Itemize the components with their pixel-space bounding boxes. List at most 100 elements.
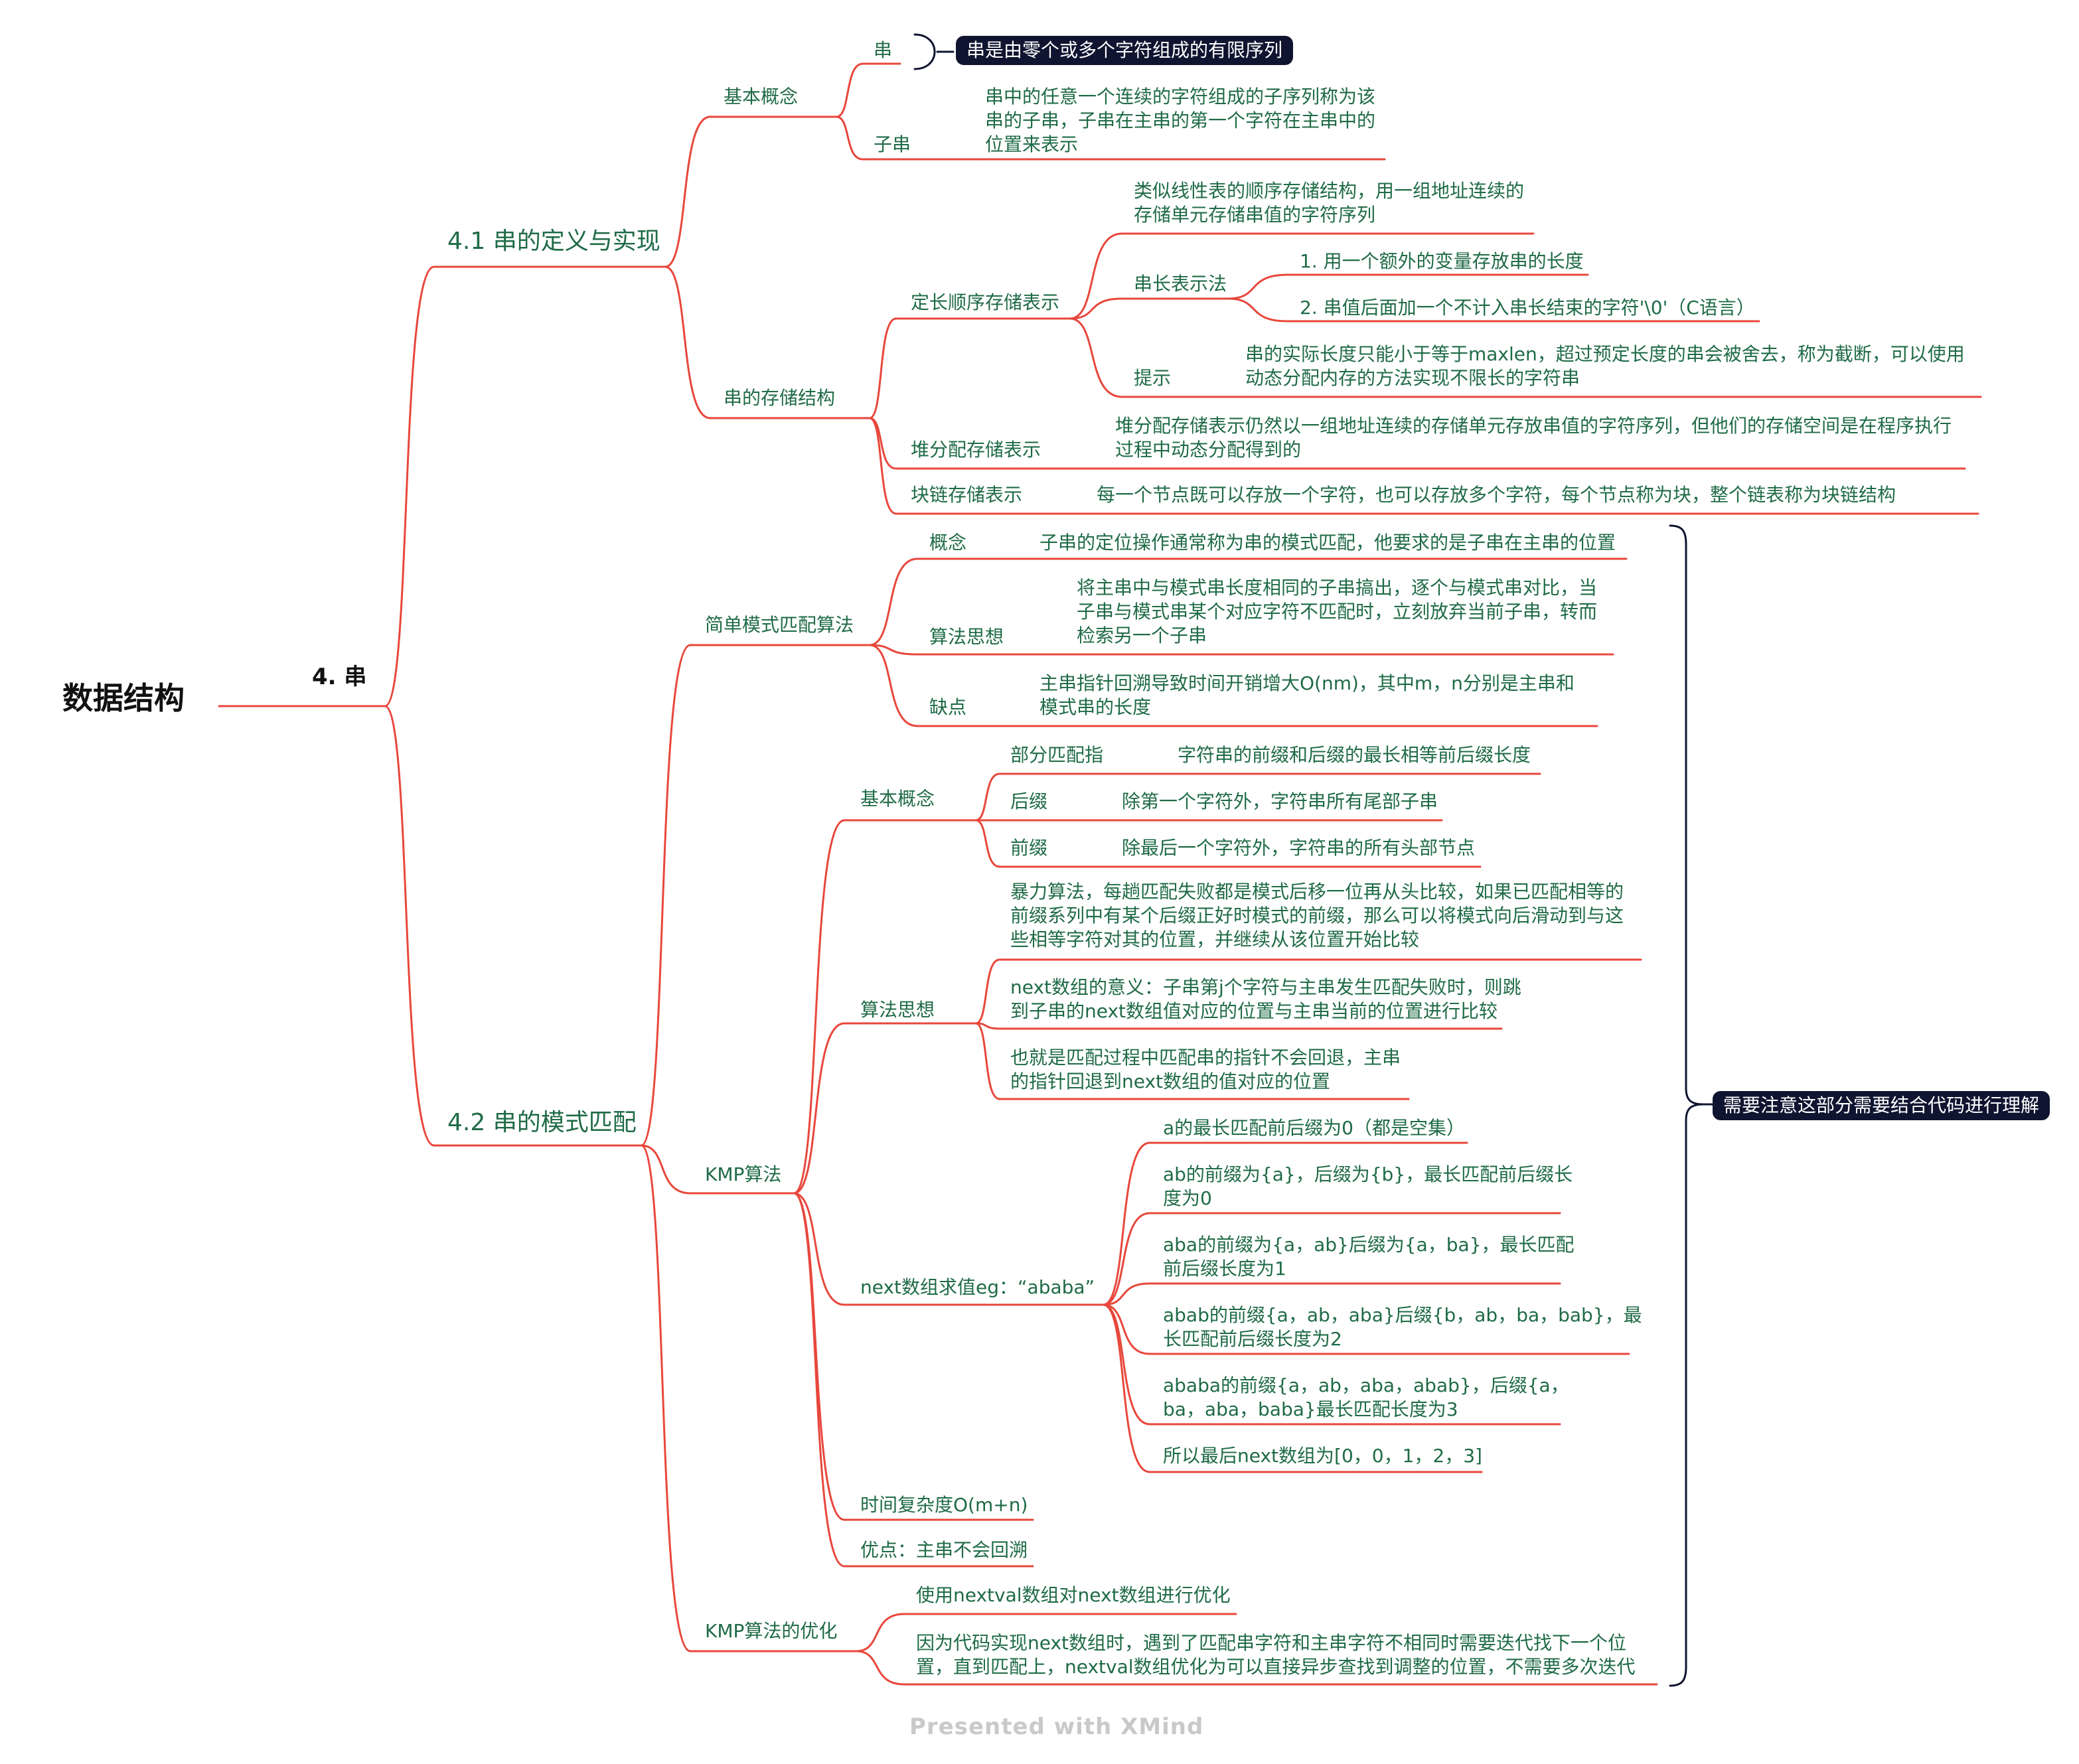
- pm-desc: 字符串的前缀和后缀的最长相等前后缀长度: [1178, 744, 1531, 766]
- next-example-5: ababa的前缀{a，ab，aba，abab}，后缀{a，ba，aba，baba…: [1163, 1374, 1569, 1422]
- branch-pm: [974, 772, 1001, 822]
- s42-title: 4.2 串的模式匹配: [447, 1109, 637, 1136]
- next-example-3: aba的前缀为{a，ab}后缀为{a，ba}，最长匹配前后缀长度为1: [1163, 1233, 1575, 1281]
- fixed-desc-line: 存储单元存储串值的字符序列: [1134, 204, 1376, 226]
- root-topic: 数据结构: [62, 680, 185, 716]
- branch-next-e6: [1102, 1303, 1151, 1473]
- next-example-3-line: 前后缀长度为1: [1163, 1258, 1286, 1280]
- next-example-6: 所以最后next数组为[0，0，1，2，3]: [1163, 1444, 1482, 1468]
- kmp-idea-p2-line: next数组的意义：子串第j个字符与主串发生匹配失败时，则跳: [1010, 976, 1521, 998]
- simple-idea-desc-line: 子串与模式串某个对应字符不匹配时，立刻放弃当前子串，转而: [1077, 601, 1598, 623]
- kmp-idea-p3-line: 的指针回退到next数组的值对应的位置: [1010, 1070, 1331, 1092]
- branch-opt1: [855, 1613, 905, 1653]
- kmp-advantage: 优点：主串不会回溯: [860, 1539, 1028, 1561]
- branch-kmp: [640, 1144, 692, 1195]
- heap-desc: 堆分配存储表示仍然以一组地址连续的存储单元存放串值的字符序列，但他们的存储空间是…: [1115, 414, 1952, 462]
- kmp-idea-label: 算法思想: [860, 999, 935, 1021]
- hint-desc-line: 串的实际长度只能小于等于maxlen，超过预定长度的串会被舍去，称为截断，可以使…: [1245, 343, 1965, 365]
- next-example-1-line: a的最长匹配前后缀为0（都是空集）: [1163, 1117, 1465, 1139]
- branch-next-e2: [1102, 1212, 1151, 1306]
- next-example-2-line: ab的前缀为{a}，后缀为{b}，最长匹配前后缀长: [1163, 1163, 1573, 1185]
- length-label: 串长表示法: [1134, 273, 1227, 295]
- heap-desc-line: 堆分配存储表示仍然以一组地址连续的存储单元存放串值的字符序列，但他们的存储空间是…: [1115, 415, 1952, 437]
- s41-title: 4.1 串的定义与实现: [447, 228, 660, 255]
- branch-chuan: [835, 62, 864, 118]
- branch-next-e3: [1102, 1282, 1151, 1306]
- hint-desc-line: 动态分配内存的方法实现不限长的字符串: [1245, 367, 1580, 389]
- branch-next-e1: [1102, 1141, 1151, 1306]
- hint-label: 提示: [1134, 367, 1172, 389]
- block-desc: 每一个节点既可以存放一个字符，也可以存放多个字符，每个节点称为块，整个链表称为块…: [1097, 484, 1896, 506]
- prefix-desc: 除最后一个字符外，字符串的所有头部节点: [1122, 837, 1476, 859]
- next-example-2-line: 度为0: [1163, 1187, 1212, 1209]
- simple-concept-desc: 子串的定位操作通常称为串的模式匹配，他要求的是子串在主串的位置: [1040, 532, 1616, 553]
- branch-fixed: [868, 317, 897, 419]
- next-example-4: abab的前缀{a，ab，aba}后缀{b，ab，ba，bab}，最长匹配前后缀…: [1163, 1303, 1642, 1351]
- fixed-desc-line: 类似线性表的顺序存储结构，用一组地址连续的: [1134, 180, 1525, 202]
- branch-opt: [640, 1144, 692, 1653]
- branch-zichuan: [835, 115, 864, 161]
- branch-idea-p1: [974, 958, 1001, 1025]
- simple-label: 简单模式匹配算法: [705, 614, 854, 636]
- branch-length: [1069, 297, 1123, 320]
- hint-desc: 串的实际长度只能小于等于maxlen，超过预定长度的串会被舍去，称为截断，可以使…: [1245, 342, 1965, 390]
- simple-weak-desc-line: 模式串的长度: [1040, 696, 1152, 718]
- kmp-complexity: 时间复杂度O(m+n): [860, 1494, 1028, 1516]
- simple-concept-label: 概念: [929, 532, 967, 553]
- prefix-label: 前缀: [1010, 837, 1048, 859]
- next-example-4-line: abab的前缀{a，ab，aba}后缀{b，ab，ba，bab}，最: [1163, 1304, 1642, 1326]
- branch-basic: [664, 115, 712, 268]
- branch-kmp-basic: [793, 819, 846, 1195]
- zichuan-desc-line: 串的子串，子串在主串的第一个字符在主串中的: [985, 110, 1376, 131]
- branch-storage: [664, 265, 712, 419]
- fixed-desc: 类似线性表的顺序存储结构，用一组地址连续的存储单元存储串值的字符序列: [1134, 179, 1524, 227]
- branch-prefix: [974, 819, 1001, 868]
- opt-desc-2: 因为代码实现next数组时，遇到了匹配串字符和主串字符不相同时需要迭代找下一个位…: [916, 1631, 1636, 1679]
- chapter-topic: 4. 串: [312, 664, 367, 690]
- simple-weak-desc: 主串指针回溯导致时间开销增大O(nm)，其中m，n分别是主串和模式串的长度: [1040, 672, 1575, 719]
- simple-weak-label: 缺点: [929, 696, 967, 718]
- callout-brace: [913, 33, 936, 70]
- kmp-next-label: next数组求值eg：“ababa”: [860, 1276, 1095, 1298]
- kmp-label: KMP算法: [705, 1163, 782, 1185]
- watermark-text: Presented with XMind: [909, 1714, 1204, 1740]
- branch-4-2: [384, 705, 435, 1147]
- opt-desc-2-line: 置，直到匹配上，nextval数组优化为可以直接异步查找到调整的位置，不需要多次…: [916, 1656, 1636, 1678]
- kmp-idea-p1: 暴力算法，每趟匹配失败都是模式后移一位再从头比较，如果已匹配相等的前缀系列中有某…: [1010, 880, 1624, 952]
- kmp-idea-p3-line: 也就是匹配过程中匹配串的指针不会回退，主串: [1010, 1047, 1401, 1068]
- kmp-idea-p1-line: 些相等字符对其的位置，并继续从该位置开始比较: [1010, 928, 1420, 950]
- heap-label: 堆分配存储表示: [911, 439, 1041, 461]
- branch-kmp-advantage: [793, 1192, 846, 1568]
- next-example-6-line: 所以最后next数组为[0，0，1，2，3]: [1163, 1445, 1482, 1467]
- next-example-3-line: aba的前缀为{a，ab}后缀为{a，ba}，最长匹配: [1163, 1234, 1575, 1256]
- chuan-callout: 串是由零个或多个字符组成的有限序列: [956, 36, 1294, 65]
- branch-hint: [1069, 317, 1123, 398]
- branch-kmp-next: [793, 1192, 846, 1306]
- simple-idea-desc-line: 将主串中与模式串长度相同的子串搞出，逐个与模式串对比，当: [1077, 577, 1598, 599]
- next-example-5-line: ababa的前缀{a，ab，aba，abab}，后缀{a，: [1163, 1374, 1569, 1396]
- kmp-idea-p2: next数组的意义：子串第j个字符与主串发生匹配失败时，则跳到子串的next数组…: [1010, 976, 1521, 1023]
- next-example-2: ab的前缀为{a}，后缀为{b}，最长匹配前后缀长度为0: [1163, 1163, 1573, 1211]
- branch-fixed-desc: [1069, 232, 1123, 320]
- length-opt2: 2. 串值后面加一个不计入串长结束的字符'\0'（C语言）: [1300, 297, 1755, 319]
- branch-simple-weak: [868, 644, 919, 727]
- kmp-note-callout: 需要注意这部分需要结合代码进行理解: [1713, 1091, 2050, 1120]
- branch-kmp-complexity: [793, 1192, 846, 1521]
- opt-label: KMP算法的优化: [705, 1620, 838, 1642]
- next-example-4-line: 长匹配前后缀长度为2: [1163, 1328, 1342, 1350]
- branch-4-1: [384, 265, 435, 707]
- block-label: 块链存储表示: [911, 484, 1023, 506]
- pm-label: 部分匹配指: [1010, 744, 1104, 766]
- suffix-label: 后缀: [1010, 790, 1048, 812]
- branch-kmp-idea: [793, 1022, 846, 1195]
- simple-idea-label: 算法思想: [929, 626, 1004, 648]
- fixed-label: 定长顺序存储表示: [911, 291, 1060, 313]
- next-example-5-line: ba，aba，baba}最长匹配长度为3: [1163, 1398, 1458, 1420]
- storage-label: 串的存储结构: [724, 387, 836, 409]
- branch-next-e4: [1102, 1303, 1151, 1355]
- suffix-desc: 除第一个字符外，字符串所有尾部子串: [1122, 790, 1438, 812]
- simple-idea-desc-line: 检索另一个子串: [1077, 625, 1207, 646]
- branch-heap: [868, 417, 897, 470]
